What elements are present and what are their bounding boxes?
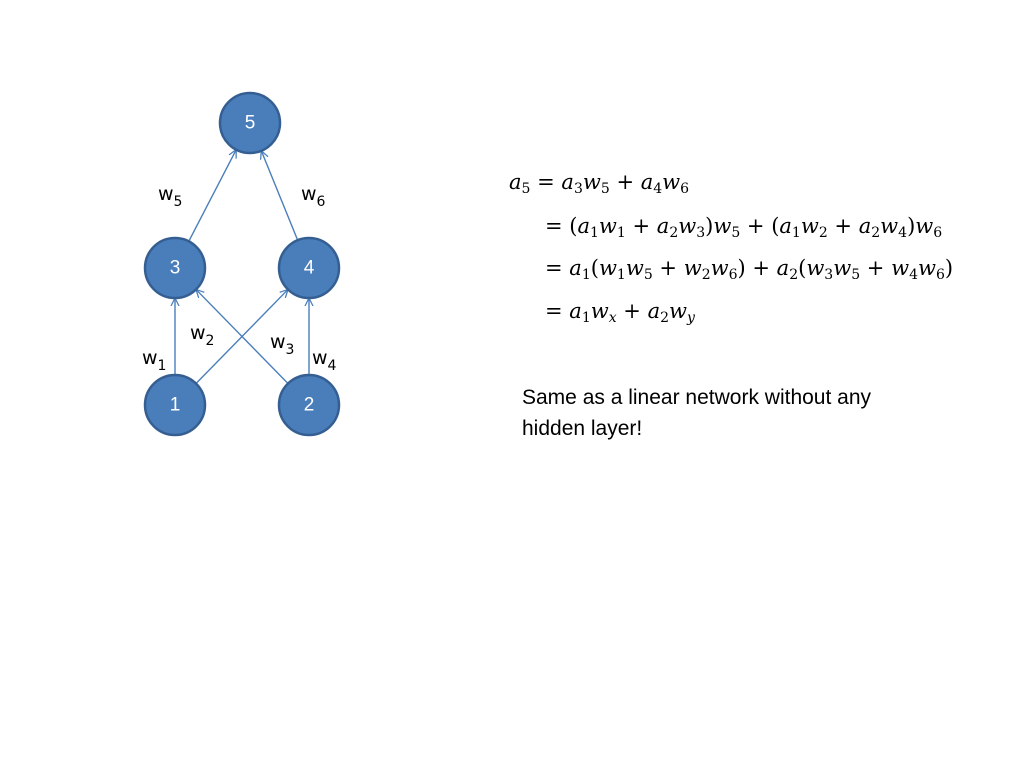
weight-label-2-4: w4 bbox=[312, 347, 337, 374]
weight-label-4-5: w6 bbox=[301, 183, 326, 210]
node-circle bbox=[143, 373, 207, 437]
weight-label-1-3: w1 bbox=[142, 347, 166, 374]
edge-2-to-3 bbox=[196, 289, 289, 385]
equation-line-2: = (a1w1 + a2w3)w5 + (a1w2 + a2w4)w6 bbox=[545, 214, 943, 241]
equation-line-1: a5 = a3w5 + a4w6 bbox=[509, 170, 690, 197]
weight-label-2-3: w3 bbox=[270, 331, 294, 358]
node-label: 3 bbox=[170, 258, 181, 279]
edge-3-to-5 bbox=[188, 150, 236, 242]
edge-4-to-5 bbox=[261, 151, 299, 241]
equation-line-4: = a1wx + a2wy bbox=[545, 299, 695, 326]
node-4: 4 bbox=[277, 236, 341, 300]
node-circle bbox=[277, 373, 341, 437]
weight-label-3-5: w5 bbox=[158, 183, 182, 210]
note-text: Same as a linear network without any hid… bbox=[522, 386, 872, 440]
weight-label-1-4: w2 bbox=[190, 322, 214, 349]
node-label: 1 bbox=[170, 395, 181, 416]
node-5: 5 bbox=[218, 91, 282, 155]
node-circle bbox=[277, 236, 341, 300]
node-2: 2 bbox=[277, 373, 341, 437]
node-1: 1 bbox=[143, 373, 207, 437]
node-circle bbox=[143, 236, 207, 300]
node-3: 3 bbox=[143, 236, 207, 300]
node-label: 5 bbox=[245, 113, 256, 134]
equation-line-3: = a1(w1w5 + w2w6) + a2(w3w5 + w4w6) bbox=[545, 256, 954, 283]
node-circle bbox=[218, 91, 282, 155]
node-label: 4 bbox=[304, 258, 315, 279]
node-label: 2 bbox=[304, 395, 315, 416]
